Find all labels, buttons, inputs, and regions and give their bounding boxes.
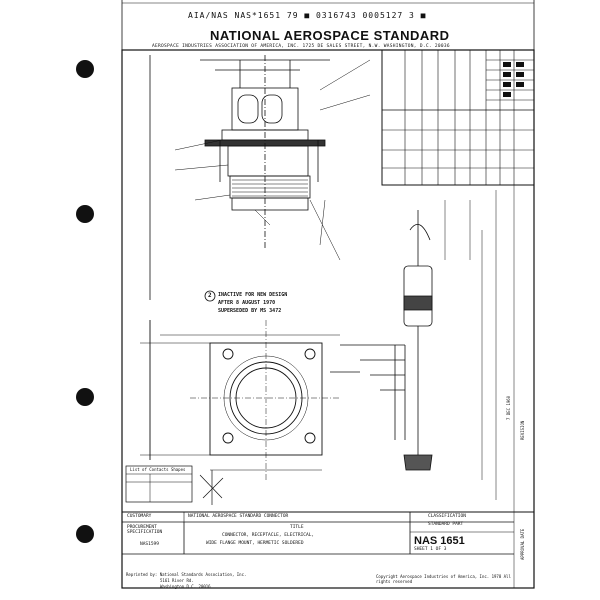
procurement-label: PROCUREMENT SPECIFICATION [127, 525, 163, 535]
sheet-number: SHEET 1 OF 3 [414, 547, 447, 552]
part-number: NAS 1651 [414, 535, 465, 547]
inactive-note-number: 2 [208, 292, 212, 299]
customary-unit: CUSTOMARY [127, 514, 152, 519]
title-text-line-2: WIDE FLANGE MOUNT, HERMETIC SOLDERED [206, 541, 304, 546]
classification-value: STANDARD PART [428, 522, 464, 527]
binder-hole-lower-middle [76, 388, 94, 406]
binder-hole-upper-middle [76, 205, 94, 223]
binder-hole-bottom [76, 525, 94, 543]
binder-hole-top [76, 60, 94, 78]
contacts-table-title: List of Contacts Shapes [130, 467, 186, 472]
copyright-line: Copyright Aerospace Industries of Americ… [376, 574, 511, 584]
document-title: NATIONAL AEROSPACE STANDARD [210, 28, 450, 43]
inactive-note-line-1: INACTIVE FOR NEW DESIGN [218, 292, 288, 298]
title-line-1: NATIONAL AEROSPACE STANDARD CONNECTOR [188, 514, 289, 519]
procurement-value: NAS1599 [140, 542, 159, 547]
classification-label: CLASSIFICATION [428, 514, 466, 519]
revision-date: 7 DEC 1960 [506, 395, 511, 420]
approval-date-label: APPROVAL DATE [520, 528, 525, 560]
footer-left-line-3: Washington D.C. 20016 [160, 584, 211, 589]
title-text-line-1: CONNECTOR, RECEPTACLE, ELECTRICAL, [222, 533, 315, 538]
inactive-note-line-2: AFTER 8 AUGUST 1970 [218, 300, 276, 306]
inactive-note-line-3: SUPERSEDED BY MS 3472 [218, 308, 282, 314]
footer-left-line-2: 5161 River Rd. [160, 578, 194, 583]
catalog-header: AIA/NAS NAS*1651 79 ■ 0316743 0005127 3 … [188, 11, 427, 20]
revision-label: REVISION [520, 420, 525, 440]
document-subtitle: AEROSPACE INDUSTRIES ASSOCIATION OF AMER… [152, 44, 450, 49]
footer-left-line-1: Reprinted by: National Standards Associa… [126, 572, 247, 577]
title-label: TITLE [290, 525, 304, 530]
